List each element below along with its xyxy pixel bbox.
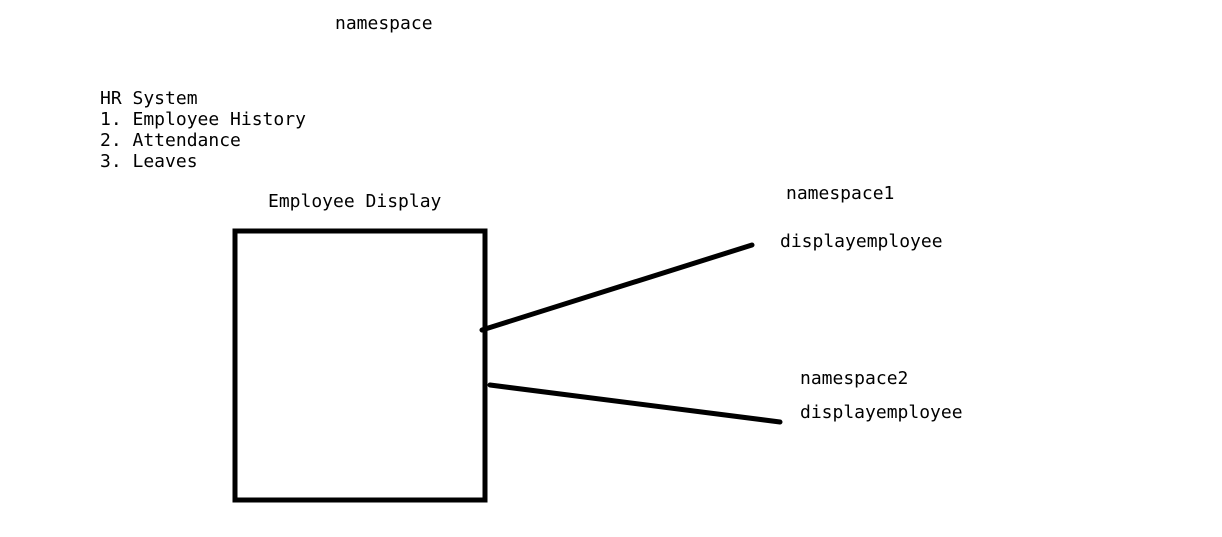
namespace2-label: namespace2 (800, 368, 909, 389)
namespace1-label: namespace1 (786, 183, 895, 204)
employee-display-box (232, 228, 488, 503)
hr-system-item: 2. Attendance (100, 130, 241, 151)
namespace2-function-label: displayemployee (800, 402, 963, 423)
diagram-title: namespace (335, 13, 433, 34)
namespace1-function-label: displayemployee (780, 231, 943, 252)
connector-line-namespace2 (487, 382, 783, 425)
connector-line-namespace1 (479, 242, 755, 333)
employee-display-label: Employee Display (268, 191, 442, 212)
hr-system-item: 1. Employee History (100, 109, 306, 130)
hr-system-heading: HR System (100, 88, 198, 109)
hr-system-item: 3. Leaves (100, 151, 198, 172)
